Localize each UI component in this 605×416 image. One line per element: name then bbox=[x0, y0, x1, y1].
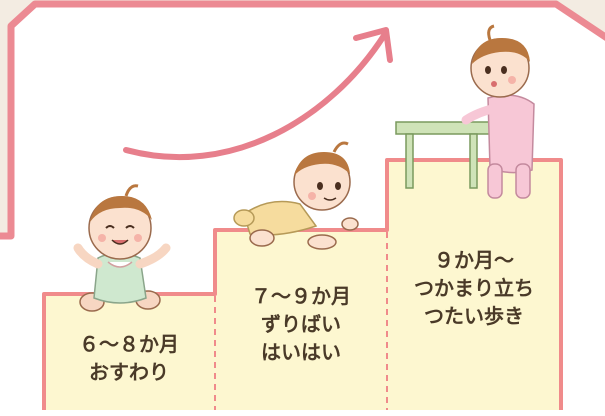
step-3 bbox=[387, 160, 561, 410]
table-icon bbox=[395, 121, 491, 189]
progress-arrow-head bbox=[353, 27, 393, 63]
stairs bbox=[42, 158, 563, 410]
stage-1-milestone: おすわり bbox=[89, 360, 169, 384]
stage-2-label: ７～９か月 ずりばい はいはい bbox=[216, 282, 386, 366]
progress-arrow-curve bbox=[123, 31, 388, 161]
stage-1-label: ６～８か月 おすわり bbox=[45, 330, 213, 386]
stage-2-milestone-1: ずりばい bbox=[261, 312, 341, 336]
stage-3-milestone-2: つたい歩き bbox=[424, 304, 524, 328]
step-1 bbox=[44, 294, 215, 410]
stage-2-milestone-2: はいはい bbox=[261, 340, 341, 364]
stage-3-milestone-1: つかまり立ち bbox=[414, 276, 534, 300]
stage-2-age: ７～９か月 bbox=[251, 284, 351, 308]
step-2 bbox=[215, 230, 387, 410]
progress-arrow bbox=[123, 27, 393, 161]
stage-1-age: ６～８か月 bbox=[79, 332, 179, 356]
sitting-baby-icon bbox=[73, 184, 171, 312]
stage-3-age: ９か月～ bbox=[434, 248, 514, 272]
stage-3-label: ９か月～ つかまり立ち つたい歩き bbox=[388, 246, 560, 330]
standing-baby-icon bbox=[395, 24, 535, 199]
crawling-baby-icon bbox=[233, 141, 359, 250]
